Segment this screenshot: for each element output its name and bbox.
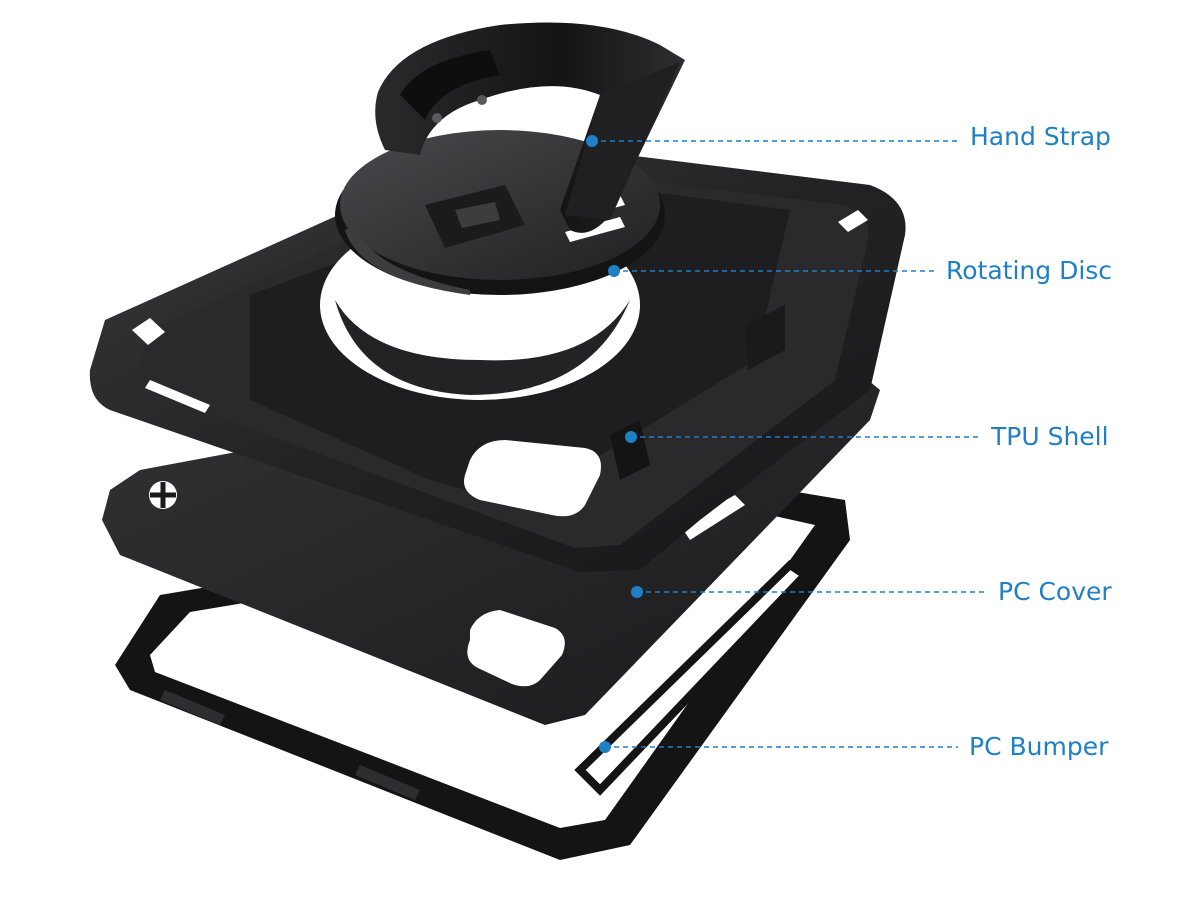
- callout-hand-strap: [586, 135, 958, 147]
- label-pc-cover: PC Cover: [998, 577, 1112, 606]
- callout-dot: [631, 586, 643, 598]
- callout-tpu-shell: [625, 431, 980, 443]
- label-pc-bumper: PC Bumper: [969, 732, 1109, 761]
- callout-dot: [608, 265, 620, 277]
- label-rotating-disc: Rotating Disc: [946, 256, 1113, 285]
- label-hand-strap: Hand Strap: [970, 122, 1111, 151]
- callout-dot: [599, 741, 611, 753]
- callout-pc-cover: [631, 586, 988, 598]
- callout-dot: [625, 431, 637, 443]
- callout-rotating-disc: [608, 265, 935, 277]
- callout-pc-bumper: [599, 741, 958, 753]
- label-tpu-shell: TPU Shell: [991, 422, 1109, 451]
- callout-dot: [586, 135, 598, 147]
